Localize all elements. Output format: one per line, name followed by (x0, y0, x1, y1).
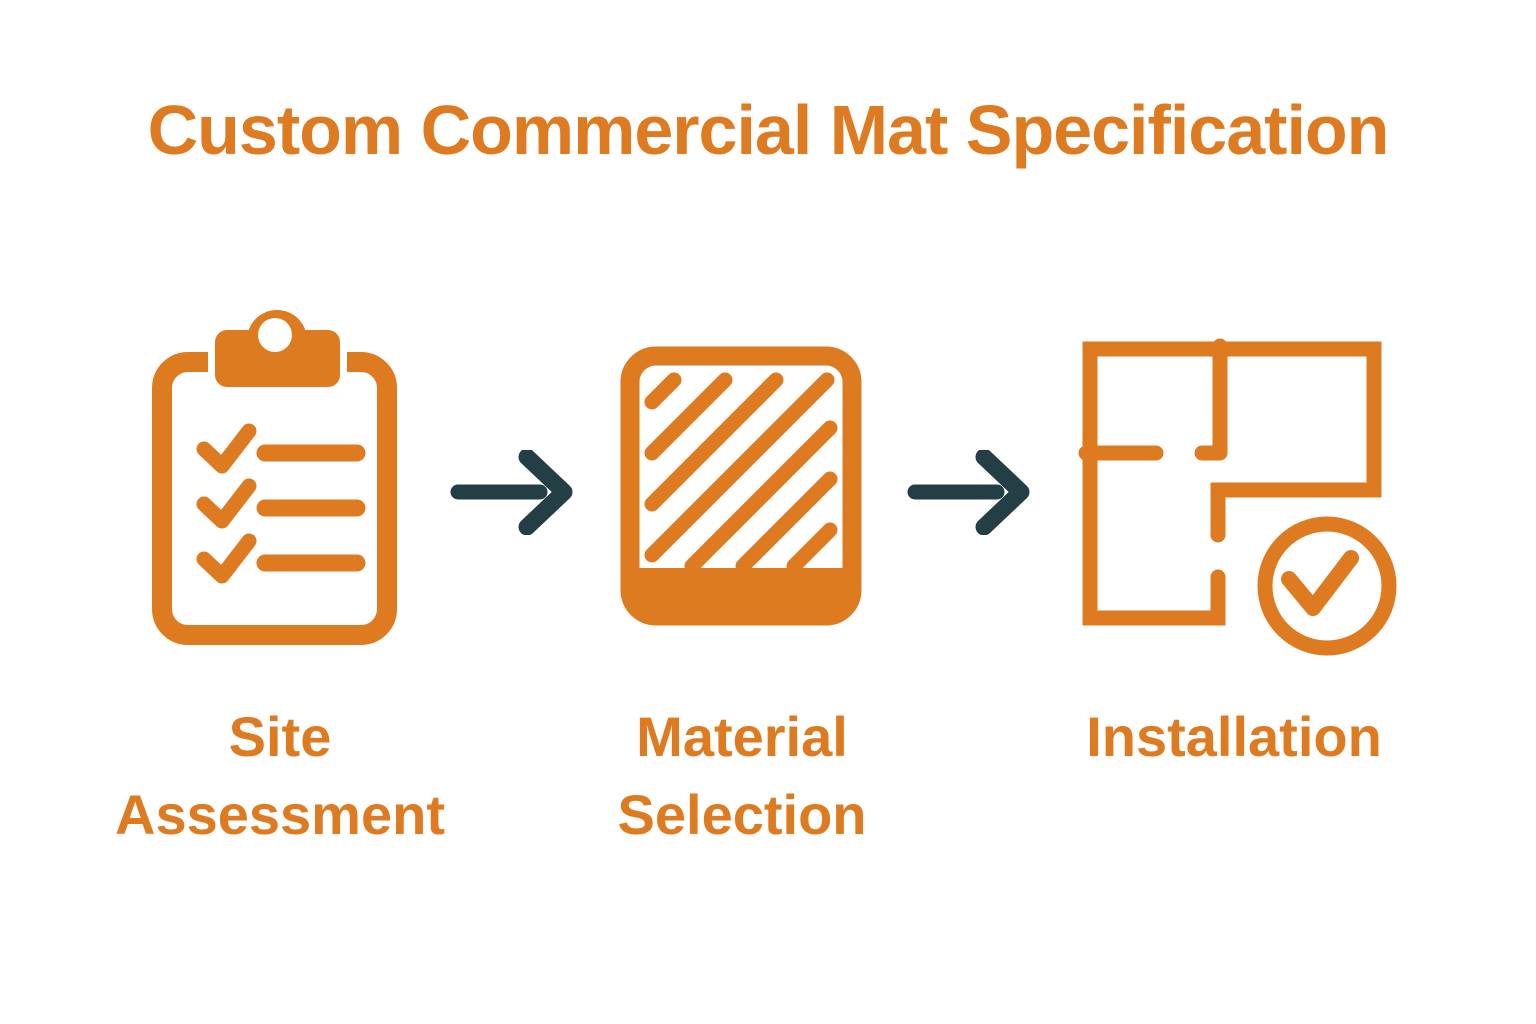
step-label-installation: Installation (1086, 705, 1382, 768)
right-arrow-icon (907, 450, 1030, 535)
right-arrow-icon (450, 450, 573, 535)
step-label-material-selection: Material Selection (617, 705, 867, 846)
clipboard-checklist-icon (152, 303, 397, 645)
floor-plan-check-icon (1078, 338, 1397, 656)
step-label-site-assessment: Site Assessment (115, 705, 445, 846)
mat-texture-icon (620, 346, 862, 626)
page-title: Custom Commercial Mat Specification (147, 91, 1390, 169)
